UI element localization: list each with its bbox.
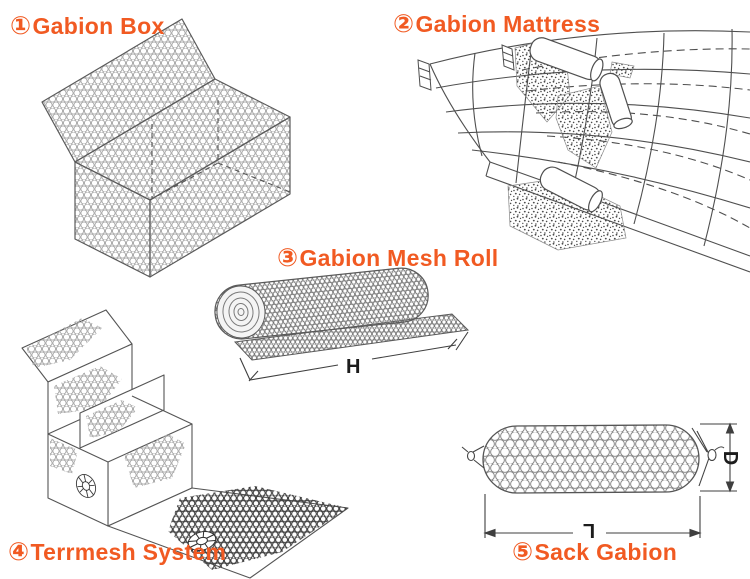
gabion-mattress-drawing	[417, 28, 750, 273]
circled-number-5: ⑤	[512, 537, 534, 566]
sack-capsule	[482, 424, 700, 494]
sack-end-ties	[461, 427, 725, 487]
roll-width-dimension	[239, 331, 469, 382]
label-terrmesh-system-text: Terrmesh System	[30, 539, 227, 565]
mesh-roll-cylinders	[529, 37, 633, 213]
sack-gabion-drawing: D L	[461, 422, 741, 541]
circled-number-4: ④	[8, 537, 30, 566]
label-sack-gabion-text: Sack Gabion	[534, 539, 678, 565]
circled-number-3: ③	[277, 243, 299, 272]
label-gabion-mesh-roll: ③Gabion Mesh Roll	[277, 244, 499, 272]
laced-end-brackets	[417, 44, 515, 91]
label-gabion-mattress: ②Gabion Mattress	[393, 10, 600, 38]
sack-diameter-dimension	[700, 422, 737, 493]
label-sack-gabion: ⑤Sack Gabion	[512, 538, 677, 566]
sack-length-dimension	[483, 494, 702, 538]
label-gabion-mattress-text: Gabion Mattress	[415, 11, 601, 37]
dimension-label-d: D	[719, 451, 741, 465]
circled-number-2: ②	[393, 9, 415, 38]
wire-rosette-icon	[187, 531, 217, 551]
label-gabion-mesh-roll-text: Gabion Mesh Roll	[299, 245, 499, 271]
roll-body	[214, 267, 429, 340]
dimension-label-l: L	[583, 519, 595, 541]
dimension-label-h: H	[346, 356, 360, 378]
mattress-left-edge	[429, 63, 491, 177]
label-gabion-box-text: Gabion Box	[32, 13, 165, 39]
circled-number-1: ①	[10, 11, 32, 40]
box-right-face	[149, 116, 291, 278]
label-terrmesh-system: ④Terrmesh System	[8, 538, 226, 566]
wire-rosette-icon	[75, 474, 97, 498]
roll-spiral-end	[216, 285, 266, 339]
box-diaphragm-hidden-edges	[149, 100, 291, 201]
gabion-mesh-roll-drawing: H	[214, 267, 470, 382]
terrmesh-system-drawing	[21, 309, 349, 579]
gabion-box-drawing	[41, 18, 291, 278]
label-gabion-box: ①Gabion Box	[10, 12, 165, 40]
terrmesh-apron-mesh	[168, 486, 348, 570]
